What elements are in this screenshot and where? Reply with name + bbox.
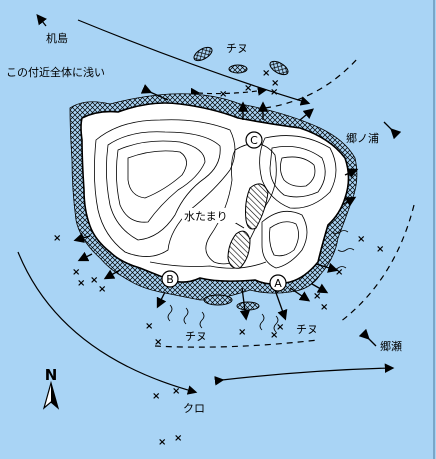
current-line-north [77,19,311,106]
fishing-spot-marker: × [313,291,321,302]
fishing-spot-marker: × [271,78,279,89]
contour-line [259,135,337,209]
contour-line [261,210,308,269]
fishing-spot-marker: × [152,391,160,402]
fishing-spot-marker: × [98,284,106,295]
label-kuro: クロ [183,402,205,415]
fishing-spot-marker: × [276,322,284,333]
label-shallow-note: この付近全体に浅い [6,65,105,79]
label-mizutamari: 水たまり [184,210,228,223]
fishing-spot-marker: × [174,433,182,444]
fishing-spot-marker: × [270,87,278,98]
point-b: B [161,270,179,288]
north-arrow-icon: N [42,366,60,410]
fishing-spot-marker: × [158,437,166,448]
water-puddle [227,230,251,269]
north-label: N [45,366,58,384]
fishing-spot-marker: × [154,337,162,348]
label-gounoura: 郷ノ浦 [346,131,379,145]
contour-line [280,156,316,187]
island [80,102,350,285]
current-line-southeast [214,363,395,386]
fishing-spot-marker: × [335,267,343,278]
rock [203,294,233,306]
point-a-label: A [274,277,282,290]
fishing-spot-marker: × [77,278,85,289]
rock [236,301,260,311]
contour-line [116,140,206,223]
label-chinu-top: チヌ [226,42,248,55]
gounoura-arrow [383,121,402,140]
label-kijima: 机島 [46,31,68,45]
fishing-spot-marker: × [262,68,270,79]
current-dashed-south [154,339,319,348]
rock [193,46,213,62]
point-c-label: C [250,134,258,147]
fishing-spot-marker: × [244,83,252,94]
current-dashed-east [339,204,415,323]
fishing-spot-marker: × [270,330,278,341]
contour-line [149,261,267,269]
label-chinu-right: チヌ [296,323,318,336]
fishing-spot-marker: × [172,386,180,397]
point-c: C [245,131,263,149]
contour-line [127,150,187,199]
fishing-spot-marker: × [145,321,153,332]
gose-arrow [358,328,377,347]
fishing-spot-marker: × [238,327,246,338]
fishing-spot-markers: × × × × × × × × × × × × × × × × × × × × … [53,68,384,448]
fishing-spot-marker: × [53,233,61,244]
fishing-spot-marker: × [72,267,80,278]
casting-arrows [73,84,359,321]
label-gose: 郷瀬 [380,339,402,353]
fishing-spot-marker: × [90,275,98,286]
label-chinu-left: チヌ [185,330,207,343]
rock [228,64,248,74]
contour-line [269,221,299,257]
water-puddle [245,183,269,230]
current-dashed-northeast [264,57,359,109]
point-b-label: B [166,273,174,286]
contour-line [106,131,221,241]
current-line-west [17,251,198,395]
label-mizutamari-bg [182,208,236,223]
rock [269,60,289,76]
fishing-spot-marker: × [376,244,384,255]
fishing-spot-marker: × [320,302,328,313]
fishing-spot-marker: × [219,89,227,100]
contour-line [269,145,326,198]
fishing-spot-marker: × [357,234,365,245]
point-a: A [269,274,287,292]
kijima-arrow [36,13,47,27]
contour-line [205,143,277,265]
